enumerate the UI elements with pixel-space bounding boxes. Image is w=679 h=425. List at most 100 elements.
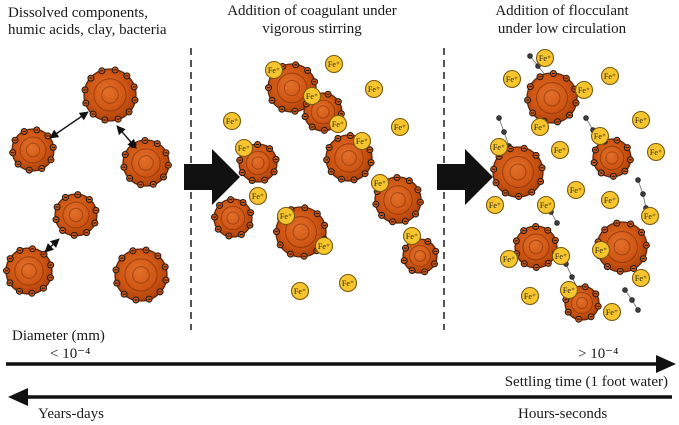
colloid-particle [120,137,172,189]
negative-charge-icon [246,221,254,229]
settling-label: Settling time (1 foot water) [505,374,668,390]
panel1-title-line2: humic acids, clay, bacteria [8,22,167,38]
negative-charge-icon [424,238,432,245]
ion-label: Fe⁺ [604,72,616,81]
negative-charge-icon [594,302,602,310]
negative-charge-icon [160,173,168,181]
coagulant-ion: Fe⁺ [234,138,254,158]
negative-charge-icon [16,246,24,254]
negative-charge-icon [490,165,498,173]
ion-label: Fe⁺ [644,212,656,221]
negative-charge-icon [532,223,540,230]
negative-charge-icon [123,72,131,80]
negative-charge-icon [59,227,67,234]
coagulant-ion: Fe⁺ [364,79,384,99]
colloid-particle [3,245,55,297]
flocculant-dot [501,129,507,135]
negative-charge-icon [300,252,308,260]
diameter-axis: Diameter (mm) < 10⁻⁴ > 10⁻⁴ [6,328,676,373]
ion-label: Fe⁺ [606,308,618,317]
negative-charge-icon [129,247,137,255]
negative-charge-icon [621,167,629,175]
ion-label: Fe⁺ [318,242,330,251]
colloid-particle [590,136,634,180]
negative-charge-icon [609,172,617,180]
negative-charge-icon [311,78,319,86]
negative-charge-icon [118,254,126,262]
negative-charge-icon [236,156,244,164]
negative-charge-icon [321,221,329,229]
negative-charge-icon [537,178,545,185]
negative-charge-icon [640,255,647,263]
negative-charge-icon [597,169,605,177]
negative-charge-icon [126,174,134,182]
negative-charge-icon [287,250,294,258]
negative-charge-icon [130,83,138,91]
negative-charge-icon [501,189,509,197]
negative-charge-icon [512,237,520,245]
negative-charge-icon [6,255,14,263]
ion-label: Fe⁺ [539,54,551,63]
colloid-particle [81,66,139,124]
ion-label: Fe⁺ [595,246,607,255]
negative-charge-icon [91,219,99,227]
negative-charge-icon [6,279,14,287]
ion-label: Fe⁺ [493,143,505,152]
flocculant-dot [635,307,641,313]
negative-charge-icon [627,220,635,228]
negative-charge-icon [112,266,120,274]
coagulant-ion: Fe⁺ [328,114,348,134]
coagulant-ion: Fe⁺ [290,281,310,301]
negative-charge-icon [301,113,309,121]
ion-label: Fe⁺ [635,116,647,125]
coagulant-ion: Fe⁺ [485,195,505,215]
negative-charge-icon [89,110,97,118]
negative-charge-icon [40,250,48,258]
negative-charge-icon [405,177,413,185]
repulsion-arrow [116,125,137,149]
negative-charge-icon [145,295,153,303]
negative-charge-icon [111,66,119,74]
negative-charge-icon [590,159,598,167]
coagulant-ion: Fe⁺ [520,286,540,306]
coagulant-ion: Fe⁺ [566,180,586,200]
negative-charge-icon [40,284,47,292]
negative-charge-icon [575,315,583,323]
negative-charge-icon [334,98,342,106]
negative-charge-icon [25,166,33,174]
diameter-label: Diameter (mm) [12,328,105,344]
colloid-particle [52,191,100,239]
negative-charge-icon [11,136,19,144]
flocculant-dot [583,115,589,121]
ion-label: Fe⁺ [524,292,536,301]
flocculant-dot [640,191,646,197]
negative-charge-icon [626,156,634,164]
negative-charge-icon [114,115,122,123]
negative-charge-icon [149,180,157,188]
negative-charge-icon [47,274,54,282]
negative-charge-icon [366,146,374,154]
negative-charge-icon [92,206,100,214]
panel2-title-line2: vigorous stirring [262,21,362,37]
negative-charge-icon [325,144,333,151]
coagulant-ion: Fe⁺ [352,131,372,151]
negative-charge-icon [131,96,139,104]
coagulant-ion: Fe⁺ [535,48,555,68]
ion-label: Fe⁺ [506,75,518,84]
negative-charge-icon [125,108,133,116]
negative-charge-icon [432,247,440,255]
coagulant-ion: Fe⁺ [222,111,242,131]
coagulant-ion: Fe⁺ [276,206,296,226]
negative-charge-icon [642,241,650,249]
panel2-title-line1: Addition of coagulant under [227,3,397,19]
negative-charge-icon [81,86,89,94]
negative-charge-icon [564,308,572,316]
settling-left-label: Years-days [38,406,104,422]
ion-label: Fe⁺ [238,144,250,153]
coagulant-ion: Fe⁺ [264,60,284,80]
negative-charge-icon [3,267,10,275]
ion-label: Fe⁺ [489,201,501,210]
colloid-particle [211,196,255,240]
negative-charge-icon [98,67,106,75]
